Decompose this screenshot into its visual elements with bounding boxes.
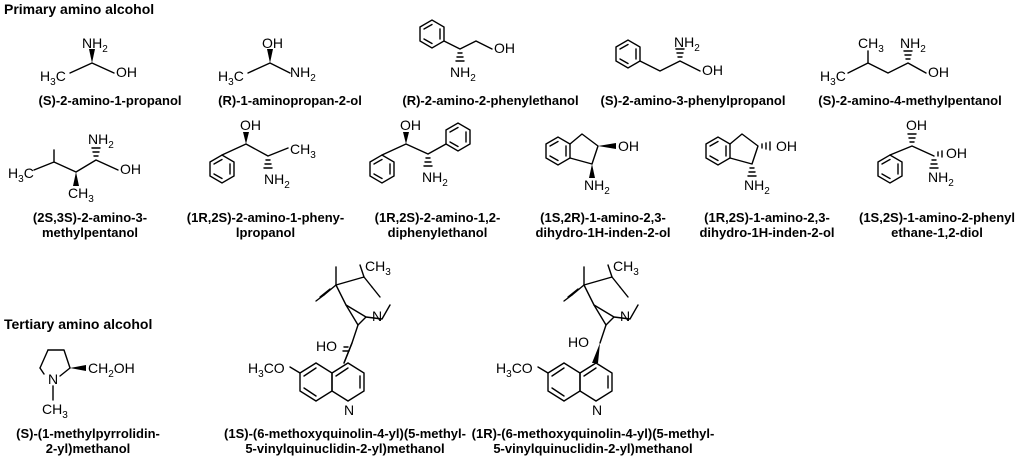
svg-text:N: N <box>372 308 382 324</box>
svg-text:N: N <box>48 371 58 387</box>
structure-1s-2s-1-amino-2-phenylethane-diol: OH OH NH2 <box>872 117 1012 200</box>
svg-text:NH2: NH2 <box>82 35 108 55</box>
svg-text:OH: OH <box>928 64 949 80</box>
svg-text:OH: OH <box>240 117 261 133</box>
compound-name: (1R,2S)-2-amino-1,2-diphenylethanol <box>374 210 501 240</box>
structure-drawing: NH2 OH H3C CH3 <box>8 131 141 205</box>
structure-1r-2s-2-amino-1-phenylpropanol: OH CH3 NH2 <box>200 117 340 200</box>
svg-text:H3C: H3C <box>8 165 34 185</box>
structure-s-2-amino-3-phenylpropanol: NH2 OH <box>610 34 750 90</box>
compound-name: (1R)-(6-methoxyquinolin-4-yl)(5-methyl-5… <box>471 426 715 456</box>
compound-name: (1R,2S)-2-amino-1-pheny-lpropanol <box>186 210 345 240</box>
structure-1s-quinine-type: CH3 N HO H3CO N <box>240 255 440 425</box>
svg-text:NH2: NH2 <box>264 171 290 191</box>
structure-s-1-methylpyrrolidin-2-yl-methanol: N CH2OH CH3 <box>20 340 170 421</box>
svg-text:H3CO: H3CO <box>248 360 285 380</box>
svg-text:H3C: H3C <box>218 68 244 88</box>
structure-drawing: OH H3C NH2 <box>218 35 316 88</box>
svg-text:OH: OH <box>120 161 141 177</box>
structure-r-2-amino-2-phenylethanol: OH NH2 <box>410 5 550 85</box>
svg-text:NH2: NH2 <box>450 64 476 84</box>
svg-text:CH3: CH3 <box>858 35 884 55</box>
svg-text:HO: HO <box>568 334 589 350</box>
structure-drawing: CH3 N HO H3CO N <box>248 258 391 418</box>
section-title-tertiary: Tertiary amino alcohol <box>4 316 153 332</box>
svg-text:CH3: CH3 <box>68 185 94 205</box>
svg-text:N: N <box>592 402 602 418</box>
svg-text:CH2OH: CH2OH <box>88 360 135 380</box>
structure-drawing: NH2 H3C OH <box>40 35 137 88</box>
compound-name: (S)-2-amino-3-phenylpropanol <box>600 93 786 108</box>
svg-text:NH2: NH2 <box>422 169 448 189</box>
compound-name: (2S,3S)-2-amino-3-methylpentanol <box>32 210 148 240</box>
structure-drawing: OH OH NH2 <box>877 117 967 189</box>
svg-text:NH2: NH2 <box>744 177 770 197</box>
compound-name: (R)-2-amino-2-phenylethanol <box>402 93 579 108</box>
svg-text:OH: OH <box>702 62 723 78</box>
svg-text:N: N <box>620 308 630 324</box>
svg-text:OH: OH <box>946 145 967 161</box>
structure-drawing: OH NH2 <box>419 19 515 84</box>
svg-text:OH: OH <box>776 138 797 154</box>
structure-drawing: CH3 NH2 H3C OH <box>820 35 949 88</box>
svg-text:CH3: CH3 <box>42 401 68 421</box>
structure-s-2-amino-1-propanol: NH2 H3C OH <box>40 35 170 90</box>
structure-drawing: OH CH3 NH2 <box>209 117 316 191</box>
compound-name: (S)-(1-methylpyrrolidin-2-yl)methanol <box>16 426 160 456</box>
structure-1r-2s-2-amino-1-2-diphenylethanol: OH NH2 <box>362 117 512 200</box>
compound-name: (1S,2R)-1-amino-2,3-dihydro-1H-inden-2-o… <box>535 210 671 240</box>
structure-s-2-amino-4-methylpentanol: CH3 NH2 H3C OH <box>820 35 970 90</box>
section-title-primary: Primary amino alcohol <box>4 1 155 17</box>
structure-drawing: N CH2OH CH3 <box>39 349 135 421</box>
svg-text:H3CO: H3CO <box>496 360 533 380</box>
structure-drawing: NH2 OH <box>615 34 723 78</box>
svg-text:NH2: NH2 <box>88 131 114 151</box>
structure-r-1-aminopropan-2-ol: OH H3C NH2 <box>218 35 348 90</box>
svg-text:OH: OH <box>116 64 137 80</box>
compound-name: (1S)-(6-methoxyquinolin-4-yl)(5-methyl-5… <box>224 426 466 456</box>
structure-1s-2r-aminoindanol: OH NH2 <box>540 120 680 200</box>
svg-text:CH3: CH3 <box>613 258 639 278</box>
svg-text:NH2: NH2 <box>584 177 610 197</box>
compound-name: (R)-1-aminopropan-2-ol <box>218 93 362 108</box>
compound-name: (S)-2-amino-1-propanol <box>38 93 182 108</box>
structure-1r-quinidine-type: CH3 N HO H3CO N <box>488 255 688 425</box>
compound-name: (S)-2-amino-4-methylpentanol <box>818 93 1002 108</box>
svg-text:NH2: NH2 <box>900 35 926 55</box>
structure-drawing: CH3 N HO H3CO N <box>496 258 639 418</box>
svg-text:OH: OH <box>906 117 927 133</box>
structure-drawing: OH NH2 <box>545 133 639 197</box>
svg-text:H3C: H3C <box>820 68 846 88</box>
svg-text:OH: OH <box>618 138 639 154</box>
svg-text:OH: OH <box>400 117 421 133</box>
svg-text:OH: OH <box>494 40 515 56</box>
svg-text:CH3: CH3 <box>290 141 316 161</box>
svg-text:NH2: NH2 <box>928 169 954 189</box>
structure-drawing: OH NH2 <box>369 117 471 189</box>
svg-text:N: N <box>344 402 354 418</box>
svg-text:H3C: H3C <box>40 68 66 88</box>
structure-drawing: OH NH2 <box>705 133 797 197</box>
structure-2s-3s-2-amino-3-methylpentanol: NH2 OH H3C CH3 <box>8 131 158 205</box>
svg-text:NH2: NH2 <box>290 64 316 84</box>
structure-1r-2s-aminoindanol: OH NH2 <box>700 120 840 200</box>
compound-name: (1R,2S)-1-amino-2,3-dihydro-1H-inden-2-o… <box>699 210 835 240</box>
svg-text:CH3: CH3 <box>365 258 391 278</box>
svg-text:OH: OH <box>262 35 283 51</box>
svg-text:NH2: NH2 <box>674 34 700 54</box>
svg-text:HO: HO <box>316 338 337 354</box>
